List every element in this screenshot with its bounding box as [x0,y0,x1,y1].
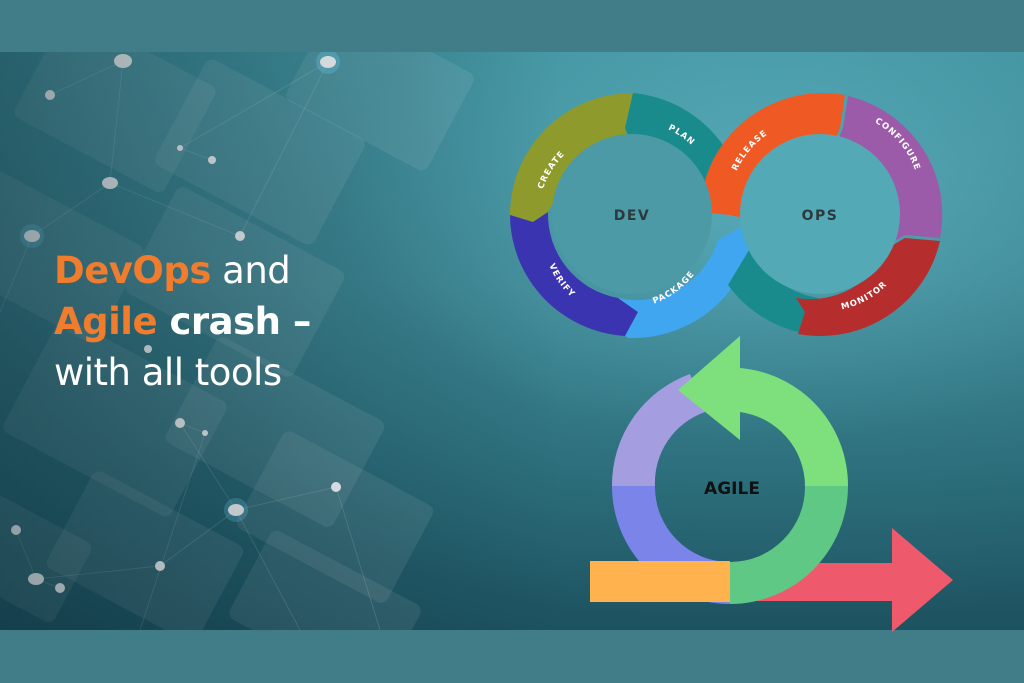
network-background [0,52,474,630]
stage-configure [838,96,943,245]
headline-line-1: DevOps and [54,245,311,296]
devops-infinity-diagram: CREATE PLAN VERIFY PACKAGE RELEASE CONFI… [510,93,943,339]
agile-ring-top-left [611,374,705,486]
ops-label: OPS [802,208,839,224]
headline-and: and [210,249,291,292]
stage-verify [510,212,638,336]
agile-diagram: AGILE [590,336,953,632]
bottom-band [0,630,1024,683]
stage-create [510,93,640,222]
stage-package [618,222,752,339]
agile-label: AGILE [704,479,760,499]
dev-center [552,134,712,294]
stage-monitor [796,238,940,336]
headline-devops: DevOps [54,249,211,292]
agile-ring-bottom-right [730,486,848,604]
agile-arrow [730,528,953,632]
agile-bar [590,561,730,602]
dev-label: DEV [614,208,651,224]
agile-ring-top-right [678,336,849,486]
ops-center [740,134,900,294]
headline-crash: crash – [157,300,311,343]
stage-ops-teal [728,245,818,332]
headline: DevOps and Agile crash – with all tools [54,245,311,398]
headline-line-2: Agile crash – [54,296,311,347]
headline-line-3: with all tools [54,351,282,394]
headline-agile: Agile [54,300,158,343]
top-band [0,0,1024,52]
